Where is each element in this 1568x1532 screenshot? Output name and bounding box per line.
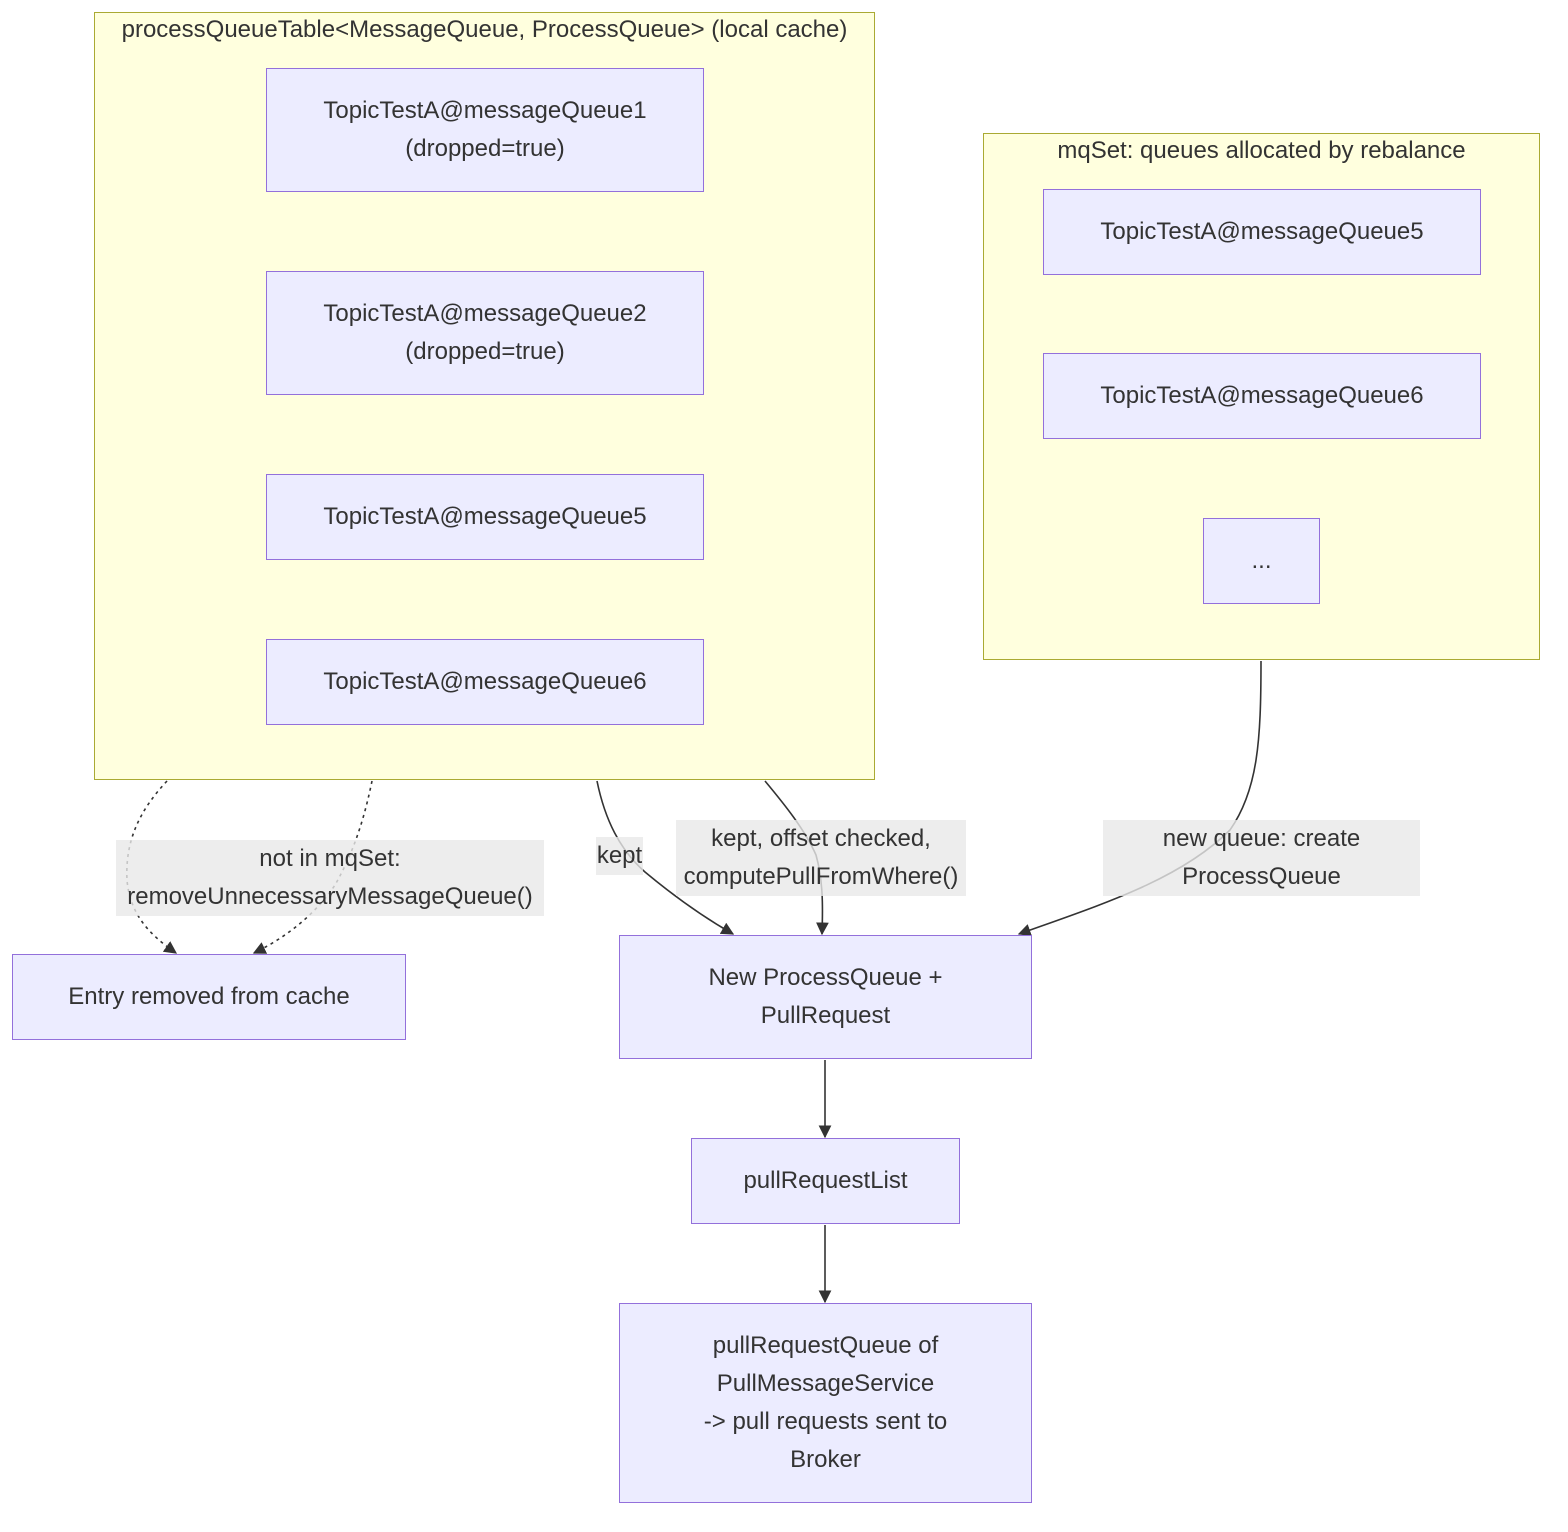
mqset-title: mqSet: queues allocated by rebalance [1057,137,1466,164]
mqset-entry-mq6[interactable]: TopicTestA@messageQueue6 [1043,353,1481,439]
pull-request-list-node[interactable]: pullRequestList [691,1138,960,1224]
edge-label-kept-offset-checked: kept, offset checked, computePullFromWhe… [676,820,966,896]
pull-request-queue-node[interactable]: pullRequestQueue of PullMessageService -… [619,1303,1032,1503]
entry-removed-node[interactable]: Entry removed from cache [12,954,406,1040]
cache-entry-mq1[interactable]: TopicTestA@messageQueue1 (dropped=true) [266,68,704,192]
process-queue-table-title: processQueueTable<MessageQueue, ProcessQ… [121,16,848,43]
new-process-queue-node[interactable]: New ProcessQueue + PullRequest [619,935,1032,1059]
cache-entry-mq6[interactable]: TopicTestA@messageQueue6 [266,639,704,725]
edge-label-new-queue: new queue: create ProcessQueue [1103,820,1420,896]
cache-entry-mq5[interactable]: TopicTestA@messageQueue5 [266,474,704,560]
mqset-entry-mq5[interactable]: TopicTestA@messageQueue5 [1043,189,1481,275]
mqset-entry-ellipsis[interactable]: ... [1203,518,1320,604]
edge-label-kept: kept [596,837,643,875]
edge-mq5-to-new [596,780,735,935]
edge-label-not-in-mqset: not in mqSet: removeUnnecessaryMessageQu… [116,840,544,916]
cache-entry-mq2[interactable]: TopicTestA@messageQueue2 (dropped=true) [266,271,704,395]
